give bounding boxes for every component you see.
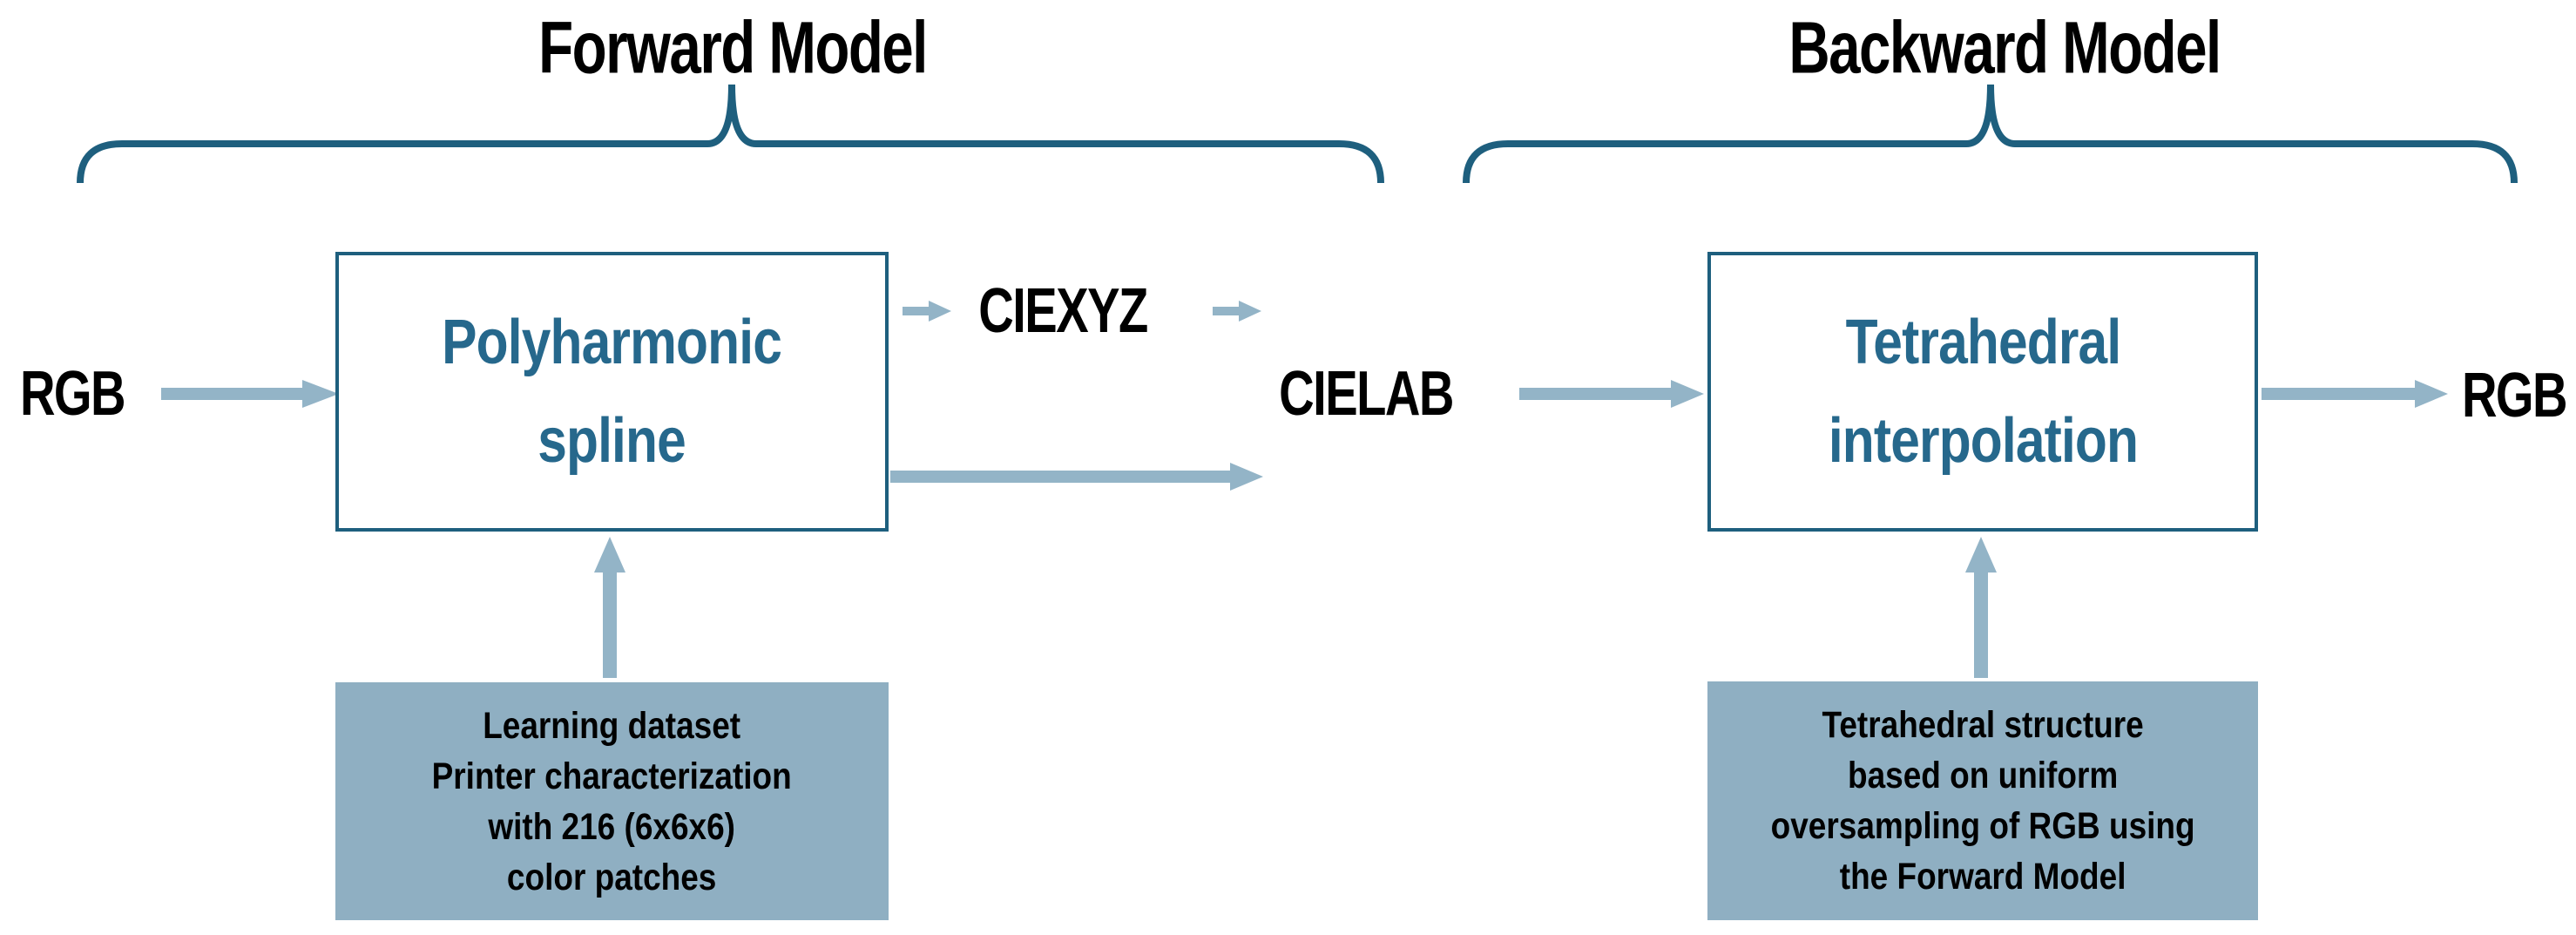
arrow-tetra-to-rgb-icon xyxy=(2262,380,2448,408)
arrow-spline-to-cielab-icon xyxy=(890,463,1263,491)
rgb-output-label: RGB xyxy=(2461,361,2568,430)
learning-dataset-box: Learning dataset Printer characterizatio… xyxy=(335,682,889,920)
backward-model-title: Backward Model xyxy=(1788,6,2221,89)
ciexyz-label: CIEXYZ xyxy=(978,276,1148,346)
tetrahedral-interpolation-box: Tetrahedral interpolation xyxy=(1707,252,2258,532)
tetrahedral-structure-box: Tetrahedral structure based on uniform o… xyxy=(1707,681,2258,920)
forward-model-title: Forward Model xyxy=(538,6,928,89)
backward-brace-icon xyxy=(1463,84,2518,184)
cielab-label: CIELAB xyxy=(1279,359,1454,429)
arrow-ciexyz-to-cielab-icon xyxy=(1213,301,1261,322)
forward-brace-icon xyxy=(77,84,1384,184)
tetrahedral-structure-box-text: Tetrahedral structure based on uniform o… xyxy=(1770,704,2195,898)
arrow-spline-to-ciexyz-icon xyxy=(903,301,951,322)
learning-dataset-box-text: Learning dataset Printer characterizatio… xyxy=(431,704,793,898)
arrow-cielab-to-tetra-icon xyxy=(1519,380,1704,408)
tetrahedral-interpolation-box-title: Tetrahedral interpolation xyxy=(1828,307,2138,476)
arrow-learning-to-spline-icon xyxy=(594,537,625,678)
polyharmonic-spline-box-title: Polyharmonic spline xyxy=(442,307,783,476)
arrow-structure-to-tetra-icon xyxy=(1965,537,1997,678)
rgb-input-label: RGB xyxy=(19,359,126,429)
arrow-rgb-to-spline-icon xyxy=(161,380,339,408)
polyharmonic-spline-box: Polyharmonic spline xyxy=(335,252,889,532)
